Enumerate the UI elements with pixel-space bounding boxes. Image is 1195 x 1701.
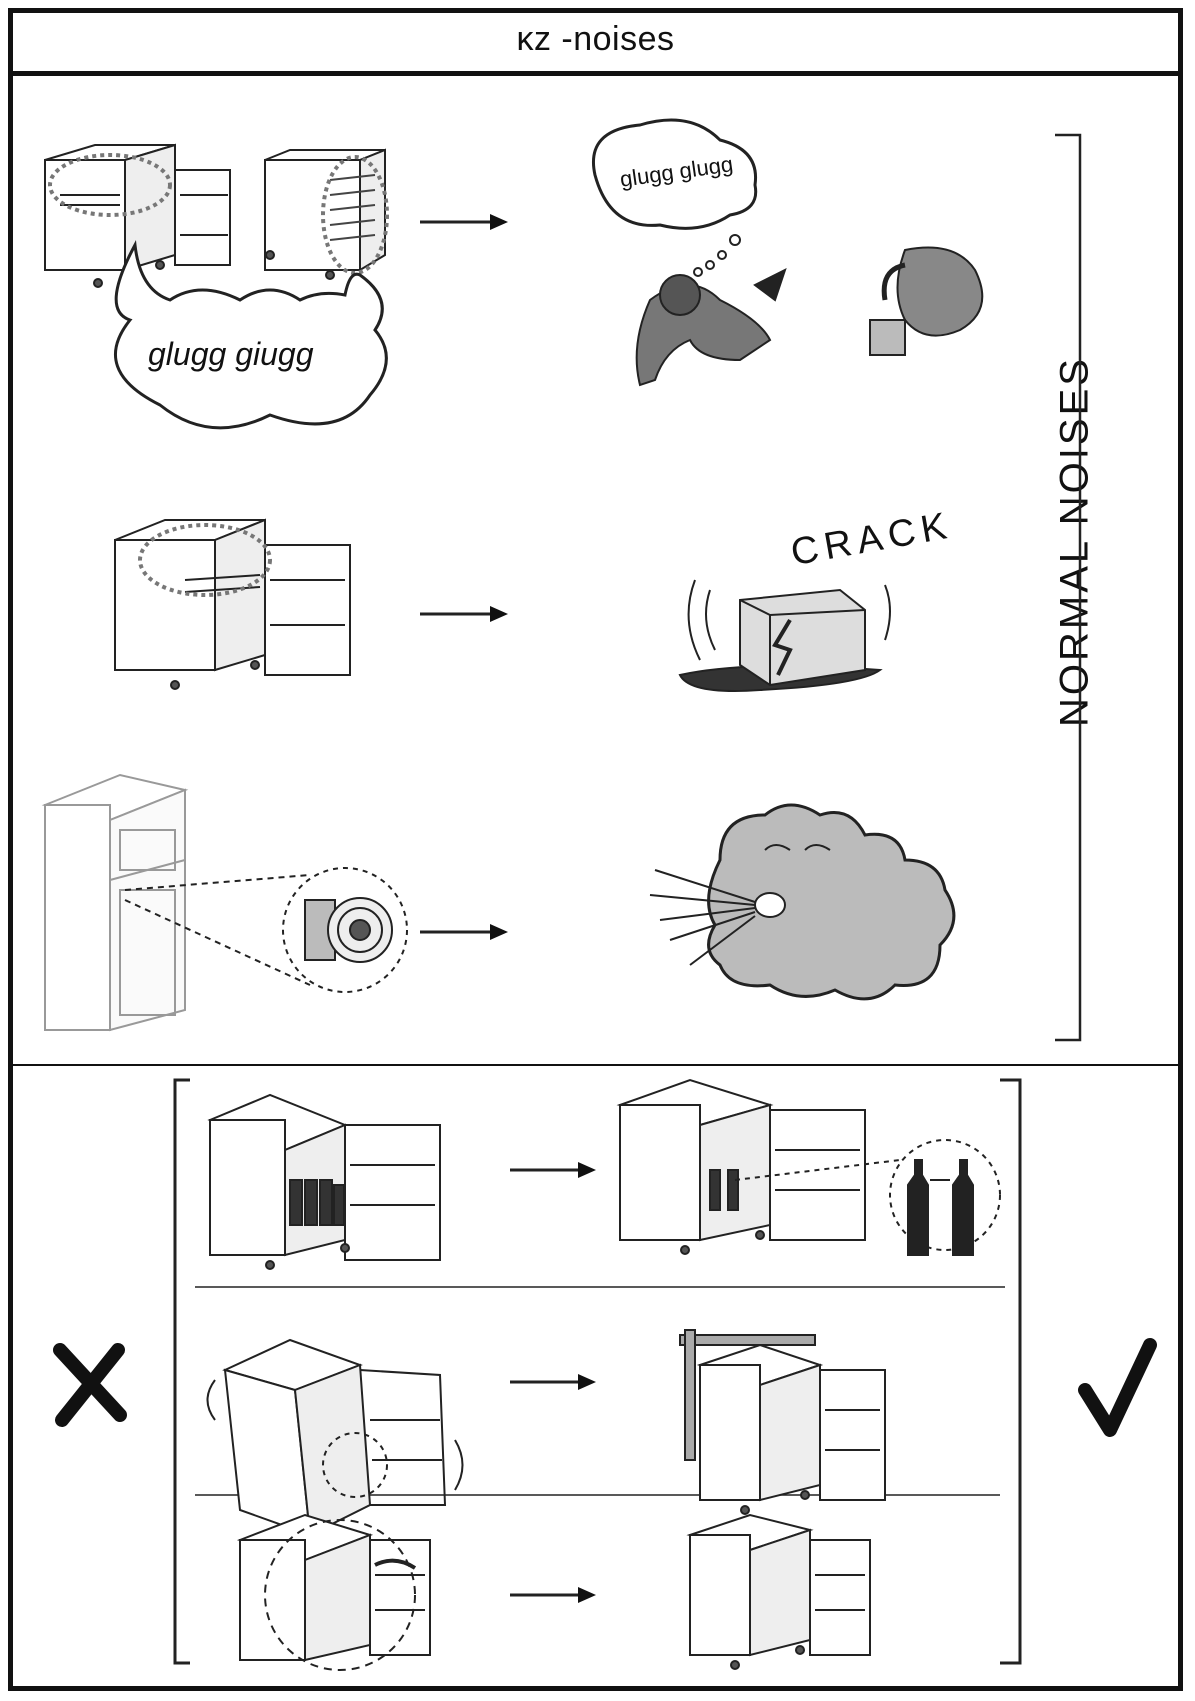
crack-text: CRACK (788, 504, 956, 574)
speech-bubble-right: glugg glugg (592, 118, 758, 277)
fan-zoom (124, 867, 408, 993)
arrow-row2 (420, 606, 508, 622)
fixes-bracket-left (173, 1078, 190, 1665)
normal-noises-bracket (1055, 133, 1082, 1042)
cross-mark-icon (53, 1343, 127, 1427)
check-mark-icon (1078, 1338, 1157, 1437)
fridge-leveled (679, 1329, 886, 1515)
fridge-open-row1 (44, 143, 231, 288)
pitcher-icon (869, 246, 984, 356)
title-bar: ĸz -noises (8, 8, 1183, 76)
page-title: ĸz -noises (516, 20, 675, 58)
arrow-fix3 (510, 1587, 596, 1603)
arrow-row3 (420, 924, 508, 940)
fridge-back-row1 (264, 148, 389, 280)
page-border (8, 8, 1183, 1691)
sound-text-left: glugg giugg (148, 336, 314, 372)
arrow-fix1 (510, 1162, 596, 1178)
fridge-bottles-spaced (616, 1078, 1001, 1256)
fixes-bracket-right (1000, 1078, 1022, 1665)
fridge-bottles-touching (207, 1093, 441, 1270)
fridge-loose-shelves (236, 1513, 431, 1671)
fridge-fixed-shelves (686, 1513, 871, 1670)
section-divider (8, 1064, 1183, 1066)
ice-cube-icon: CRACK (678, 504, 956, 692)
speech-cloud-left: glugg giugg (114, 240, 388, 430)
fridge-tilted (206, 1338, 464, 1537)
tall-fridge (41, 773, 189, 1032)
diver-icon (635, 268, 787, 387)
wind-cloud-icon (649, 803, 956, 1001)
arrow-fix2 (510, 1374, 596, 1390)
fridge-open-row2 (114, 518, 351, 690)
arrow-row1 (420, 214, 508, 230)
